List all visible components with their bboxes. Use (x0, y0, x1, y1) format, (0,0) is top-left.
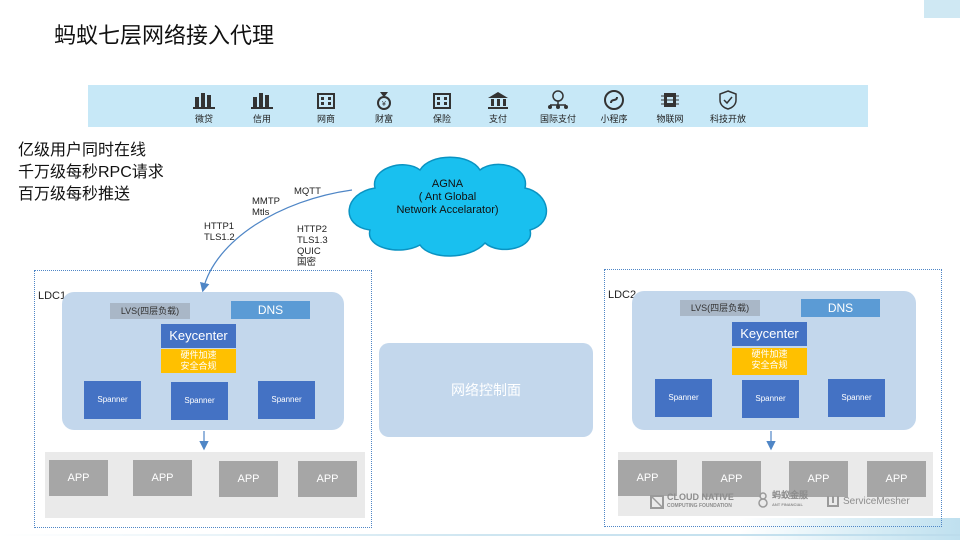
biz-item-kejikaifang: 科技开放 (698, 89, 758, 125)
svg-text:¥: ¥ (382, 101, 386, 108)
hw-line: 安全合规 (180, 361, 217, 371)
ldc2-label: LDC2 (608, 289, 637, 301)
chip-icon (661, 93, 679, 107)
cloud-shape (348, 156, 547, 257)
biz-label: 财富 (374, 114, 393, 124)
biz-label: 支付 (488, 114, 507, 124)
ldc2-container (604, 269, 942, 527)
servicemesher-text: ServiceMesher (843, 495, 910, 507)
ldc1-app-1: APP (49, 460, 108, 496)
proto-mqtt: MQTT (294, 186, 321, 197)
ldc2-spanner-2: Spanner (742, 380, 799, 418)
ldc1-spanner-2: Spanner (171, 382, 228, 420)
hw-line: 硬件加速 (180, 350, 217, 360)
biz-label: 保险 (432, 114, 451, 124)
biz-label: 国际支付 (539, 114, 576, 124)
bar-chart-icon (193, 93, 215, 109)
money-bag-icon: ¥ (377, 92, 391, 110)
cloud-line: Network Accelarator) (396, 204, 499, 216)
ldc2-dns: DNS (801, 299, 880, 317)
proto-http2: HTTP2 TLS1.3 QUIC 国密 (297, 224, 328, 268)
ldc2-app-3: APP (789, 461, 848, 497)
bank-icon (488, 92, 508, 109)
page-title: 蚂蚁七层网络接入代理 (54, 23, 275, 48)
ldc2-lvs: LVS(四层负载) (680, 300, 760, 316)
globe-network-icon (548, 90, 568, 109)
stat-rpc-requests: 千万级每秒RPC请求 (18, 164, 164, 181)
ldc1-app-4: APP (298, 461, 357, 497)
stat-online-users: 亿级用户同时在线 (18, 142, 147, 159)
biz-item-caifu: ¥ 财富 (354, 89, 414, 125)
ldc1-dns: DNS (231, 301, 310, 319)
ldc1-app-3: APP (219, 461, 278, 497)
ldc1-spanner-3: Spanner (258, 381, 315, 419)
building-icon (433, 93, 451, 109)
biz-label: 网商 (316, 114, 335, 124)
ldc2-spanner-3: Spanner (828, 379, 885, 417)
stats-list: 亿级用户同时在线 千万级每秒RPC请求 百万级每秒推送 (18, 140, 164, 206)
biz-label: 信用 (252, 114, 271, 124)
biz-label: 科技开放 (709, 114, 746, 124)
ant-icon (758, 492, 768, 508)
biz-item-wulianwang: 物联网 (640, 89, 700, 125)
shield-check-icon (719, 90, 737, 110)
servicemesher-logo: ServiceMesher (826, 494, 910, 508)
biz-label: 微贷 (194, 114, 213, 124)
network-control-plane: 网络控制面 (379, 343, 593, 437)
ldc1-hw-accel: 硬件加速 安全合规 (161, 349, 236, 373)
biz-item-weidai: 微贷 (174, 89, 234, 125)
biz-item-zhifu: 支付 (468, 89, 528, 125)
biz-label: 物联网 (656, 114, 684, 124)
ldc1-lvs: LVS(四层负载) (110, 303, 190, 319)
business-bar: 微贷 信用 网商 ¥ 财富 保险 支付 国际支付 小程序 物联网 科技开放 (88, 85, 868, 127)
ldc2-app-4: APP (867, 461, 926, 497)
proto-line: Mtls (252, 207, 270, 218)
ldc1-label: LDC1 (38, 290, 67, 302)
biz-item-xiaochengxu: 小程序 (584, 89, 644, 125)
cncf-line: CLOUD NATIVE (667, 492, 734, 502)
ldc2-hw-accel: 硬件加速 安全合规 (732, 348, 807, 375)
ldc1-spanner-1: Spanner (84, 381, 141, 419)
hw-line: 安全合规 (751, 360, 788, 370)
cloud-line: ( Ant Global (418, 191, 477, 203)
cncf-line: COMPUTING FOUNDATION (667, 503, 732, 509)
proto-line: TLS1.3 (297, 235, 328, 246)
ldc2-app-2: APP (702, 461, 761, 497)
ant-line: ANT FINANCIAL (772, 502, 803, 507)
agna-cloud (348, 156, 547, 257)
footer-line (0, 534, 960, 536)
stat-push: 百万级每秒推送 (18, 186, 131, 203)
biz-label: 小程序 (600, 114, 628, 124)
servicemesher-icon (827, 496, 839, 507)
building-icon (317, 93, 335, 109)
cloud-line: AGNA (431, 178, 464, 190)
proto-line: HTTP2 (297, 224, 328, 235)
proto-line: TLS1.2 (204, 232, 235, 243)
biz-item-guojizhifu: 国际支付 (528, 89, 588, 125)
ant-logo: 蚂蚁金服 ANT FINANCIAL (756, 491, 808, 509)
proto-mmtp: MMTP Mtls (252, 196, 280, 218)
proto-line: 国密 (297, 257, 317, 268)
ldc2-spanner-1: Spanner (655, 379, 712, 417)
biz-item-xinyong: 信用 (232, 89, 292, 125)
ldc1-keycenter: Keycenter (161, 324, 236, 348)
proto-http1: HTTP1 TLS1.2 (204, 221, 235, 243)
proto-line: MMTP (252, 196, 280, 207)
biz-item-wangshang: 网商 (296, 89, 356, 125)
proto-line: QUIC (297, 246, 321, 257)
ldc2-keycenter: Keycenter (732, 322, 807, 346)
ant-line: 蚂蚁金服 (772, 490, 809, 500)
proto-line: HTTP1 (204, 221, 235, 232)
ldc1-app-2: APP (133, 460, 192, 496)
cncf-logo: CLOUD NATIVE COMPUTING FOUNDATION (650, 493, 734, 511)
mini-program-icon (604, 90, 624, 110)
bar-chart-icon (251, 93, 273, 109)
ldc2-app-1: APP (618, 460, 677, 496)
corner-decoration (924, 0, 960, 18)
cloud-text: AGNA ( Ant Global Network Accelarator) (365, 178, 530, 217)
ldc1-container (34, 270, 372, 528)
cncf-icon (650, 495, 664, 509)
hw-line: 硬件加速 (751, 349, 788, 359)
biz-item-baoxian: 保险 (412, 89, 472, 125)
